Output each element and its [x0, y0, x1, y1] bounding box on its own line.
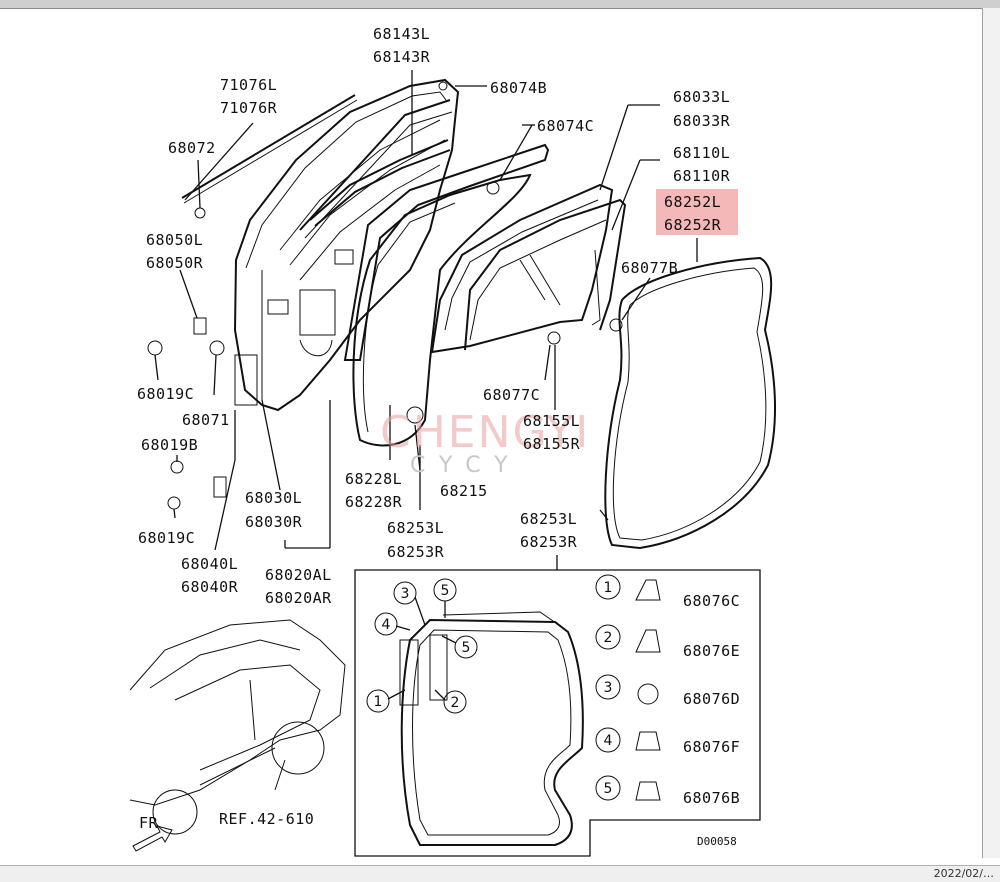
label-68252L: 68252L: [664, 193, 721, 211]
label-68253R-b: 68253R: [520, 533, 578, 551]
clip-part-68076E: 68076E: [683, 642, 740, 660]
label-68019B: 68019B: [141, 436, 198, 454]
detail-box: [354, 569, 761, 857]
label-68030R: 68030R: [245, 513, 303, 531]
clip-row-4: 4 68076F: [595, 727, 740, 756]
detail-callout-4: 4: [382, 617, 391, 633]
status-date: 2022/02/…: [933, 867, 994, 880]
leader-lines: [154, 70, 698, 570]
clip-legend: 1 68076C 2 68076E 3 68076D 4 68076F: [595, 574, 740, 807]
detail-callout-2: 2: [451, 695, 460, 711]
fr-label: FR: [139, 814, 159, 832]
label-68155R: 68155R: [523, 435, 581, 453]
label-68033L: 68033L: [673, 88, 730, 106]
clip-part-68076B: 68076B: [683, 789, 740, 807]
clip-row-2: 2 68076E: [595, 624, 740, 660]
detail-weatherstrip: [399, 611, 584, 846]
label-71076R: 71076R: [220, 99, 278, 117]
belt-moulding-71076: [181, 94, 356, 199]
label-68077B: 68077B: [621, 259, 678, 277]
label-68050L: 68050L: [146, 231, 203, 249]
label-71076L: 71076L: [220, 76, 277, 94]
clip-row-3: 3 68076D: [595, 674, 740, 708]
label-68215: 68215: [440, 482, 488, 500]
label-68253L-b: 68253L: [520, 510, 577, 528]
part-labels: 68143L 68143R 71076L 71076R 68074B 68072…: [137, 25, 737, 848]
label-68030L: 68030L: [245, 489, 302, 507]
label-68253L-a: 68253L: [387, 519, 444, 537]
clip-part-68076C: 68076C: [683, 592, 740, 610]
detail-callout-1: 1: [374, 694, 383, 710]
detail-callout-3: 3: [401, 586, 410, 602]
detail-callouts: 3 5 4 5 1 2: [366, 578, 478, 714]
vertical-scrollbar[interactable]: [982, 8, 1000, 858]
opening-weatherstrip-68252: [604, 256, 777, 550]
svg-text:5: 5: [604, 781, 613, 797]
label-ref: REF.42-610: [219, 810, 314, 828]
svg-text:2: 2: [604, 630, 613, 646]
front-arrow: FR: [132, 814, 173, 852]
watermark-text: CHENGYI: [380, 407, 590, 458]
watermark-subtext: CYCY: [410, 453, 522, 478]
label-68143L: 68143L: [373, 25, 430, 43]
svg-text:3: 3: [604, 680, 613, 696]
inner-weatherstrip-68228: [352, 173, 532, 447]
label-68071: 68071: [182, 411, 230, 429]
label-68074B: 68074B: [490, 79, 547, 97]
highlight-68252: [656, 189, 738, 235]
label-68110R: 68110R: [673, 167, 731, 185]
vehicle-sketch: [129, 619, 346, 835]
label-68074C: 68074C: [537, 117, 594, 135]
label-68019C-upper: 68019C: [137, 385, 194, 403]
detail-callout-5b: 5: [462, 640, 471, 656]
window-top-edge: [0, 0, 1000, 9]
detail-callout-5a: 5: [441, 583, 450, 599]
label-68040L: 68040L: [181, 555, 238, 573]
clip-row-1: 1 68076C: [595, 574, 740, 610]
label-68050R: 68050R: [146, 254, 204, 272]
label-68143R: 68143R: [373, 48, 431, 66]
label-68072: 68072: [168, 139, 216, 157]
door-glass-68033: [430, 183, 614, 354]
fasteners: [147, 81, 623, 510]
label-68020AL: 68020AL: [265, 566, 332, 584]
label-diagram-code: D00058: [697, 835, 737, 848]
svg-text:1: 1: [604, 580, 613, 596]
label-68228L: 68228L: [345, 470, 402, 488]
label-68253R-a: 68253R: [387, 543, 445, 561]
label-68019C-lower: 68019C: [138, 529, 195, 547]
label-68228R: 68228R: [345, 493, 403, 511]
svg-text:4: 4: [604, 733, 613, 749]
label-68155L: 68155L: [523, 412, 580, 430]
window-frame-68110: [464, 198, 627, 351]
clip-row-5: 5 68076B: [595, 775, 740, 807]
label-68077C: 68077C: [483, 386, 540, 404]
status-bar: 2022/02/…: [0, 865, 1000, 882]
window-channel: [299, 99, 453, 239]
label-68252R: 68252R: [664, 216, 722, 234]
label-68110L: 68110L: [673, 144, 730, 162]
clip-part-68076F: 68076F: [683, 738, 740, 756]
label-68040R: 68040R: [181, 578, 239, 596]
clip-part-68076D: 68076D: [683, 690, 740, 708]
label-68020AR: 68020AR: [265, 589, 332, 607]
label-68033R: 68033R: [673, 112, 731, 130]
glass-run-68074C: [343, 143, 550, 361]
